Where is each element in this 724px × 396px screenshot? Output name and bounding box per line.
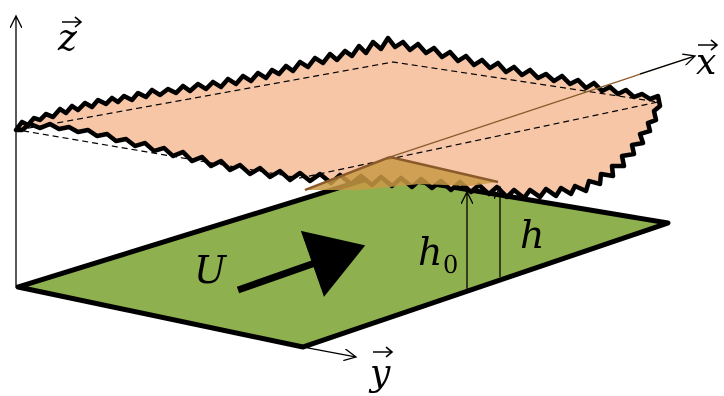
z-vector-mark [62, 16, 83, 28]
y-vector-mark [373, 346, 394, 358]
velocity-arrow [236, 230, 366, 297]
mean-plane [17, 61, 659, 179]
y-axis-label: y [368, 353, 391, 394]
contact-edge-2 [389, 155, 499, 184]
mean-gap-subscript: 0 [443, 251, 458, 279]
x-axis-arrow [639, 56, 695, 75]
contact-patch [304, 157, 498, 190]
local-gap-label: h [520, 213, 544, 257]
z-axis-label: z [57, 18, 78, 59]
contact-edge [304, 155, 391, 192]
mean-gap-label: h [418, 230, 442, 274]
rough-surface [13, 35, 663, 201]
x-axis-label: x [696, 42, 716, 83]
y-axis-line [302, 346, 356, 357]
velocity-label: U [194, 248, 228, 292]
lower-plane [15, 172, 671, 350]
x-vector-mark [698, 39, 719, 51]
